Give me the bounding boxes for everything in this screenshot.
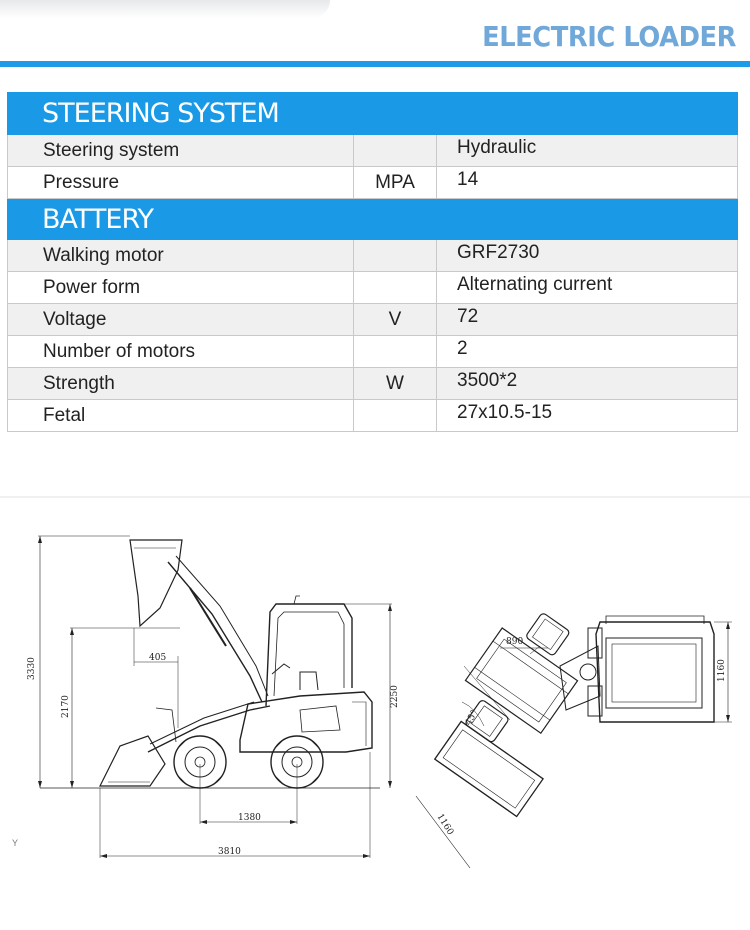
table-row: Pressure MPA 14 xyxy=(7,166,739,199)
spec-value: 72 xyxy=(435,303,739,336)
dim-overall-length: 3810 xyxy=(218,847,241,857)
spec-name: Walking motor xyxy=(7,239,354,272)
spec-value: 2 xyxy=(435,335,739,368)
header: ELECTRIC LOADER xyxy=(0,0,750,70)
table-row: Voltage V 72 xyxy=(7,303,739,336)
spec-name: Steering system xyxy=(7,134,354,167)
spec-unit: V xyxy=(353,303,437,336)
dim-reach: 405 xyxy=(149,653,166,663)
dim-cab-height: 2250 xyxy=(390,685,400,708)
section-title: BATTERY xyxy=(6,198,739,240)
spec-unit xyxy=(353,239,437,272)
table-row: Strength W 3500*2 xyxy=(7,367,739,400)
header-rule xyxy=(0,61,750,67)
table-row: Fetal 27x10.5-15 xyxy=(7,399,739,432)
dim-lift-height: 2170 xyxy=(61,695,71,718)
spec-name: Voltage xyxy=(7,303,354,336)
spec-name: Number of motors xyxy=(7,335,354,368)
spec-value: 27x10.5-15 xyxy=(435,399,739,432)
dimension-arrows xyxy=(38,536,392,858)
dim-steer-angle: 45° xyxy=(464,709,480,728)
spec-value: GRF2730 xyxy=(435,239,739,272)
spec-name: Power form xyxy=(7,271,354,304)
section-title: STEERING SYSTEM xyxy=(6,92,739,135)
spec-name: Pressure xyxy=(7,166,354,199)
header-decoration xyxy=(0,0,330,18)
section-header-steering: STEERING SYSTEM xyxy=(6,92,739,135)
spec-unit: W xyxy=(353,367,437,400)
side-view xyxy=(38,535,392,858)
spec-value: Alternating current xyxy=(435,271,739,304)
table-row: Power form Alternating current xyxy=(7,271,739,304)
spec-unit xyxy=(353,399,437,432)
dim-overall-height: 3330 xyxy=(27,657,37,680)
loader-dimension-drawing: 3330 2170 405 2250 1380 3810 xyxy=(0,496,750,869)
dim-body-width: 1160 xyxy=(717,659,727,682)
top-view-arrows xyxy=(726,622,730,722)
technical-drawing: 3330 2170 405 2250 1380 3810 xyxy=(0,496,750,930)
dim-top-width: 890 xyxy=(506,637,523,647)
table-row: Walking motor GRF2730 xyxy=(7,239,739,272)
spec-unit xyxy=(353,134,437,167)
spec-unit xyxy=(353,335,437,368)
spec-unit: MPA xyxy=(353,166,437,199)
table-row: Steering system Hydraulic xyxy=(7,134,739,167)
dim-wheelbase: 1380 xyxy=(238,813,261,823)
spec-name: Strength xyxy=(7,367,354,400)
spec-value: 3500*2 xyxy=(435,367,739,400)
page-title: ELECTRIC LOADER xyxy=(482,20,736,53)
spec-name: Fetal xyxy=(7,399,354,432)
table-row: Number of motors 2 xyxy=(7,335,739,368)
section-header-battery: BATTERY xyxy=(6,198,739,240)
spec-table: STEERING SYSTEM Steering system Hydrauli… xyxy=(6,92,739,432)
spec-value: Hydraulic xyxy=(435,134,739,167)
spec-unit xyxy=(353,271,437,304)
stray-mark: Y xyxy=(12,838,19,848)
spec-value: 14 xyxy=(435,166,739,199)
top-view xyxy=(415,613,732,869)
